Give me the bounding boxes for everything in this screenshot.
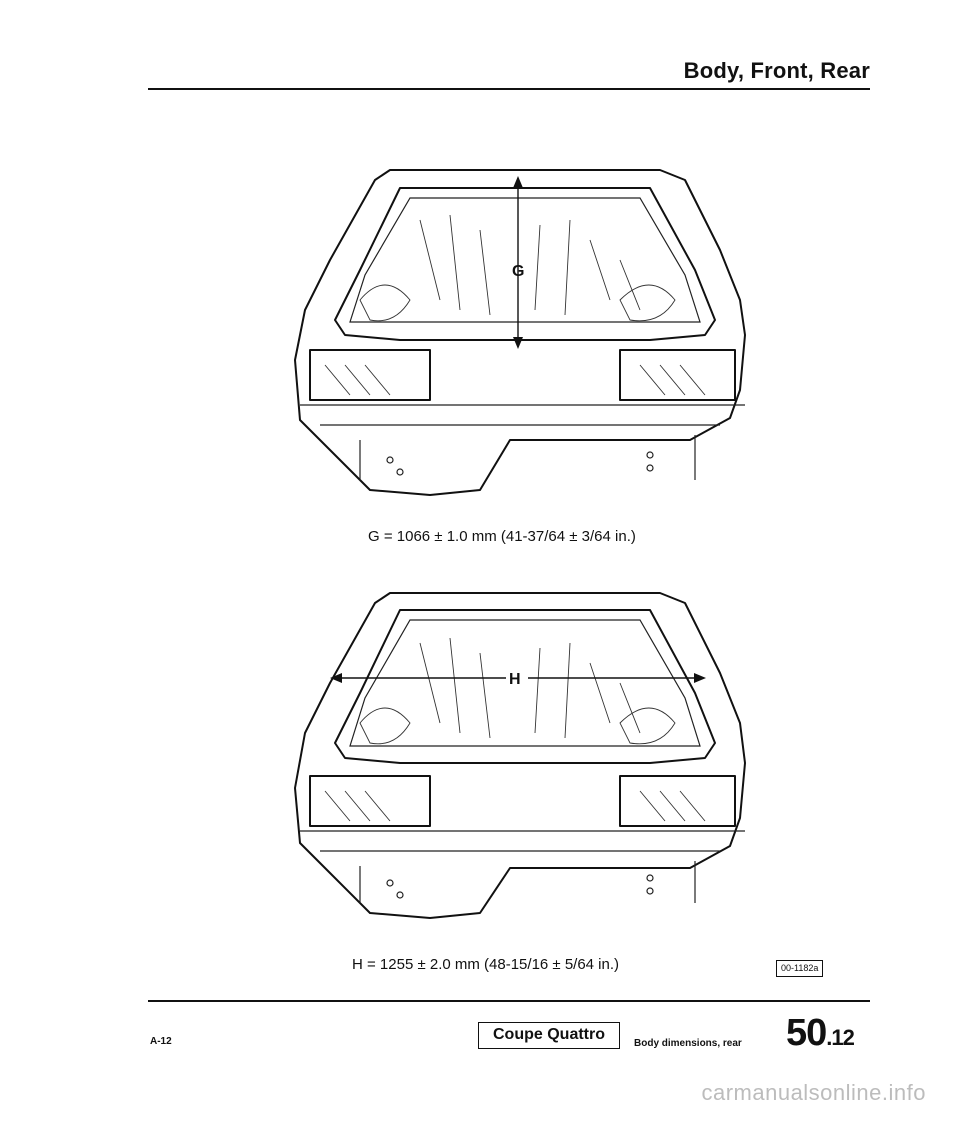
section-title: Body, Front, Rear [683,58,870,83]
dimension-h-label: H [509,671,521,688]
caption-g: G = 1066 ± 1.0 mm (41-37/64 ± 3/64 in.) [368,528,636,545]
model-label: Coupe Quattro [478,1022,620,1049]
header-rule [148,88,870,90]
footer-rule [148,1000,870,1002]
caption-h: H = 1255 ± 2.0 mm (48-15/16 ± 5/64 in.) [352,956,620,973]
page-number-sub: .12 [826,1025,855,1050]
dimension-g-label: G [512,263,524,280]
page-reference: A-12 [150,1036,172,1047]
car-body-outline [294,169,746,496]
figure-reference: 00-1182a [776,960,824,977]
page-number-main: 50 [786,1012,827,1054]
watermark: carmanualsonline.info [701,1080,926,1105]
dimension-g-arrow [513,176,523,349]
car-body-outline [294,592,746,919]
page-description: Body dimensions, rear [634,1038,742,1049]
rear-body-figure-h: H [294,592,746,919]
rear-body-figure-g: G [294,169,746,496]
page-number: 50.12 [786,1012,855,1055]
